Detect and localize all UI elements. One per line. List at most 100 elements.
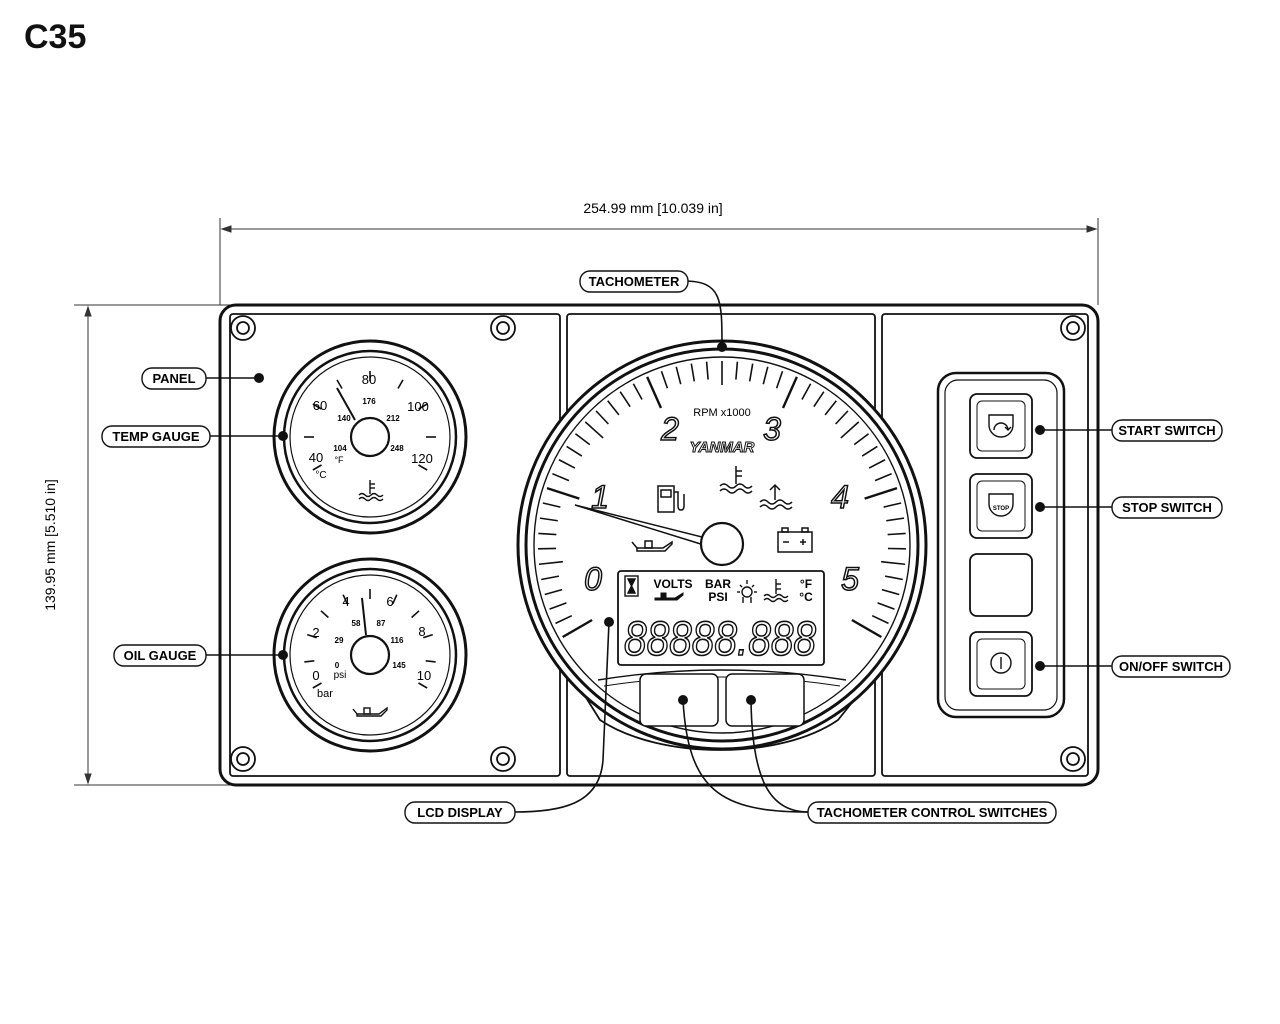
tachometer-ticks	[538, 361, 906, 639]
oil-label-bar-4: 4	[342, 594, 349, 609]
screw-center	[496, 752, 510, 766]
water-level-icon	[759, 483, 793, 510]
dimension-height	[74, 304, 232, 786]
tach-tick	[584, 421, 604, 439]
tach-number-2: 2	[660, 411, 679, 447]
tach-tick	[660, 370, 669, 389]
gauge-tick	[425, 660, 436, 663]
tach-number-1: 1	[591, 479, 609, 515]
oil-unit-bar: bar	[317, 688, 333, 700]
callout-start-switch: START SWITCH	[1111, 419, 1223, 442]
tach-tick	[607, 400, 620, 416]
tach-tick	[595, 410, 609, 425]
oil-label-psi-58: 58	[352, 619, 361, 628]
tach-tick	[881, 560, 906, 566]
tach-tick	[632, 383, 643, 400]
gauge-tick	[418, 464, 428, 471]
callout-stop-switch-label: STOP SWITCH	[1122, 500, 1212, 515]
dimension-width	[219, 218, 1099, 305]
tach-tick	[813, 391, 825, 408]
coolant-temp-icon	[719, 466, 753, 494]
tach-tick	[539, 517, 558, 522]
callout-tachometer: TACHOMETER	[579, 270, 689, 293]
on-off-switch[interactable]	[969, 631, 1033, 697]
gauge-tick	[397, 379, 404, 389]
stop-switch[interactable]: STOP	[969, 473, 1033, 539]
tach-tick	[690, 363, 696, 382]
oil-can-icon	[352, 706, 388, 717]
callout-oil-gauge: OIL GAUGE	[113, 644, 207, 667]
callout-tach-switches: TACHOMETER CONTROL SWITCHES	[807, 801, 1057, 824]
tach-tick	[853, 433, 870, 446]
gauge-tick	[320, 610, 329, 619]
tach-tick	[868, 459, 886, 469]
lcd-deg-c: °C	[799, 590, 813, 604]
gauge-tick	[312, 403, 322, 410]
lcd-psi: PSI	[708, 590, 727, 604]
lcd-display: VOLTS BAR PSI °F °C 88888.888	[617, 570, 825, 667]
callout-onoff-switch: ON/OFF SWITCH	[1111, 655, 1231, 678]
tach-tick	[840, 421, 860, 439]
oil-can-icon	[631, 540, 673, 552]
tachometer: 0 1 2 3 4 5 RPM x1000 YANMAR	[516, 339, 928, 751]
tach-tick	[851, 618, 882, 639]
gauge-tick	[304, 660, 315, 663]
start-key-icon	[988, 414, 1014, 438]
glow-plug-icon	[737, 580, 757, 603]
oil-gauge-needle	[361, 597, 367, 636]
gauge-tick	[306, 633, 317, 639]
temp-label-c-80: 80	[362, 372, 376, 387]
oil-label-psi-87: 87	[377, 619, 386, 628]
coolant-temp-icon	[763, 579, 789, 603]
tach-tick	[646, 376, 663, 409]
tach-tick	[871, 614, 889, 625]
temp-label-f-140: 140	[337, 414, 351, 423]
oil-unit-psi: psi	[334, 670, 347, 681]
temp-label-c-40: 40	[309, 450, 323, 465]
tach-tick	[781, 376, 798, 409]
temp-gauge-ticks	[304, 371, 436, 471]
screw-center	[236, 752, 250, 766]
stop-switch-text: STOP	[993, 506, 1009, 512]
lcd-bar: BAR	[705, 577, 731, 591]
tach-tick	[541, 575, 560, 581]
gauge-tick	[312, 682, 322, 689]
callout-tach-switches-label: TACHOMETER CONTROL SWITCHES	[817, 805, 1048, 820]
temp-label-c-120: 120	[411, 451, 433, 466]
lcd-deg-f: °F	[800, 577, 812, 591]
oil-can-icon	[654, 592, 684, 601]
tach-tick	[705, 361, 709, 380]
screw-center	[1066, 321, 1080, 335]
temp-unit-c: °C	[315, 470, 326, 481]
callout-temp-gauge: TEMP GAUGE	[101, 425, 211, 448]
tach-tick	[886, 517, 905, 522]
gauge-tick	[342, 594, 348, 605]
tach-tick	[542, 502, 561, 508]
tach-number-5: 5	[841, 561, 859, 597]
blank-switch[interactable]	[969, 553, 1033, 617]
oil-gauge-ticks	[304, 589, 436, 689]
tach-tick	[619, 391, 631, 408]
gauge-tick	[392, 594, 398, 605]
oil-label-psi-116: 116	[391, 636, 404, 645]
start-switch[interactable]	[969, 393, 1033, 459]
temp-label-c-60: 60	[313, 398, 327, 413]
tach-tick	[801, 383, 812, 400]
tach-control-switch-right[interactable]	[725, 673, 805, 727]
tach-tick	[762, 366, 769, 385]
tach-tick	[861, 445, 878, 457]
diagram-title: C35	[24, 18, 87, 56]
tach-tick	[562, 618, 593, 639]
tach-tick	[546, 486, 580, 500]
tach-tick	[881, 588, 900, 596]
tach-tick	[566, 445, 583, 457]
tach-tick	[549, 602, 567, 610]
coolant-temp-icon	[358, 480, 384, 502]
oil-label-psi-0: 0	[335, 661, 340, 670]
tach-tick	[748, 363, 754, 382]
lcd-digits: 88888.888	[624, 613, 816, 666]
lcd-volts: VOLTS	[653, 577, 692, 591]
tach-tick	[883, 502, 902, 508]
tach-number-0: 0	[584, 561, 602, 597]
temp-label-f-176: 176	[362, 397, 376, 406]
